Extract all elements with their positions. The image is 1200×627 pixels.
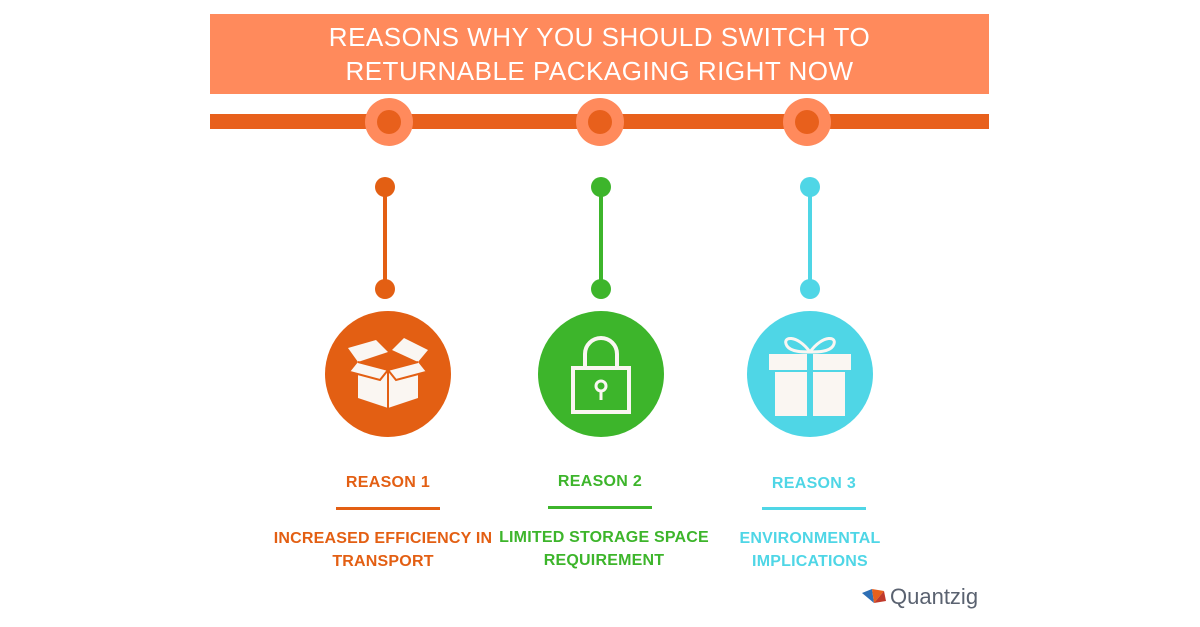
stem-bottom-dot-2 <box>591 279 611 299</box>
stem-bottom-dot-1 <box>375 279 395 299</box>
logo-text: Quantzig <box>890 584 979 609</box>
stem-bottom-dot-3 <box>800 279 820 299</box>
reason-2-icon-circle <box>538 311 664 437</box>
stem-top-dot-2 <box>591 177 611 197</box>
reason-1-icon-circle <box>325 311 451 437</box>
timeline-node-2 <box>576 98 624 146</box>
quantzig-logo-icon <box>862 589 886 603</box>
reason-3-description: ENVIRONMENTAL IMPLICATIONS <box>739 530 881 570</box>
stem-line-1 <box>383 193 387 283</box>
stem-top-dot-3 <box>800 177 820 197</box>
stem-line-2 <box>599 193 603 283</box>
reason-3-icon-circle <box>747 311 873 437</box>
reason-3-title: REASON 3 <box>771 475 857 492</box>
stem-line-3 <box>808 193 812 283</box>
reason-3-divider <box>762 507 866 510</box>
reason-2-divider <box>548 506 652 509</box>
reason-1-title: REASON 1 <box>345 474 431 491</box>
page-title: REASONS WHY YOU SHOULD SWITCH TO RETURNA… <box>328 22 871 86</box>
reason-1-divider <box>336 507 440 510</box>
reason-2-description: LIMITED STORAGE SPACE REQUIREMENT <box>499 529 709 569</box>
quantzig-logo: Quantzig <box>862 584 978 610</box>
reason-1-description: INCREASED EFFICIENCY IN TRANSPORT <box>273 530 493 570</box>
open-box-icon <box>348 338 428 408</box>
padlock-icon <box>571 336 631 414</box>
timeline-node-1 <box>365 98 413 146</box>
stem-top-dot-1 <box>375 177 395 197</box>
reason-2-title: REASON 2 <box>557 473 643 490</box>
title-banner: REASONS WHY YOU SHOULD SWITCH TO RETURNA… <box>210 14 989 94</box>
gift-box-icon <box>769 337 851 416</box>
timeline-node-3 <box>783 98 831 146</box>
